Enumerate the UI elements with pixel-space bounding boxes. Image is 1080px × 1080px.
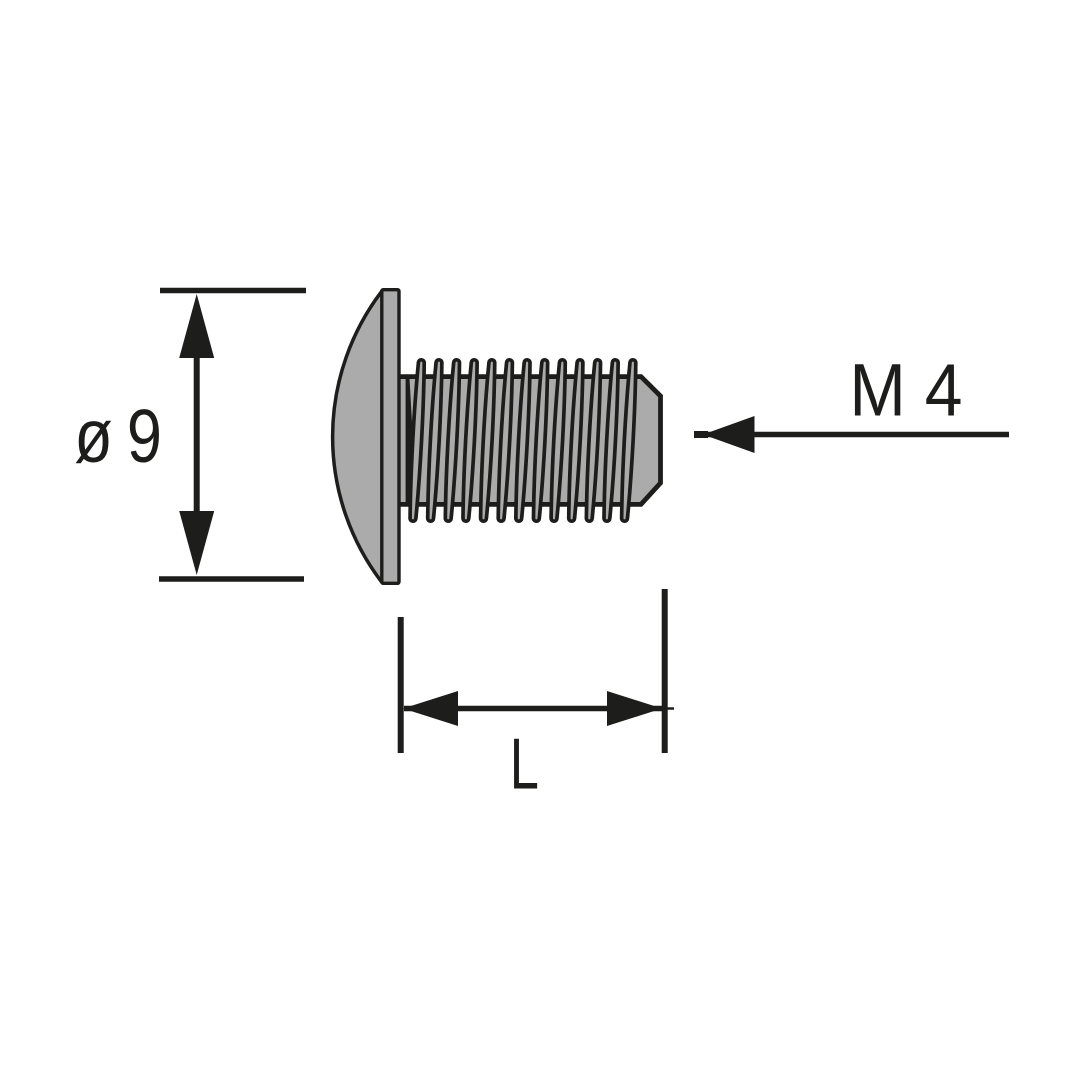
svg-text:M 4: M 4 <box>849 350 962 432</box>
svg-text:L: L <box>510 724 539 804</box>
svg-text:ø 9: ø 9 <box>74 394 160 478</box>
